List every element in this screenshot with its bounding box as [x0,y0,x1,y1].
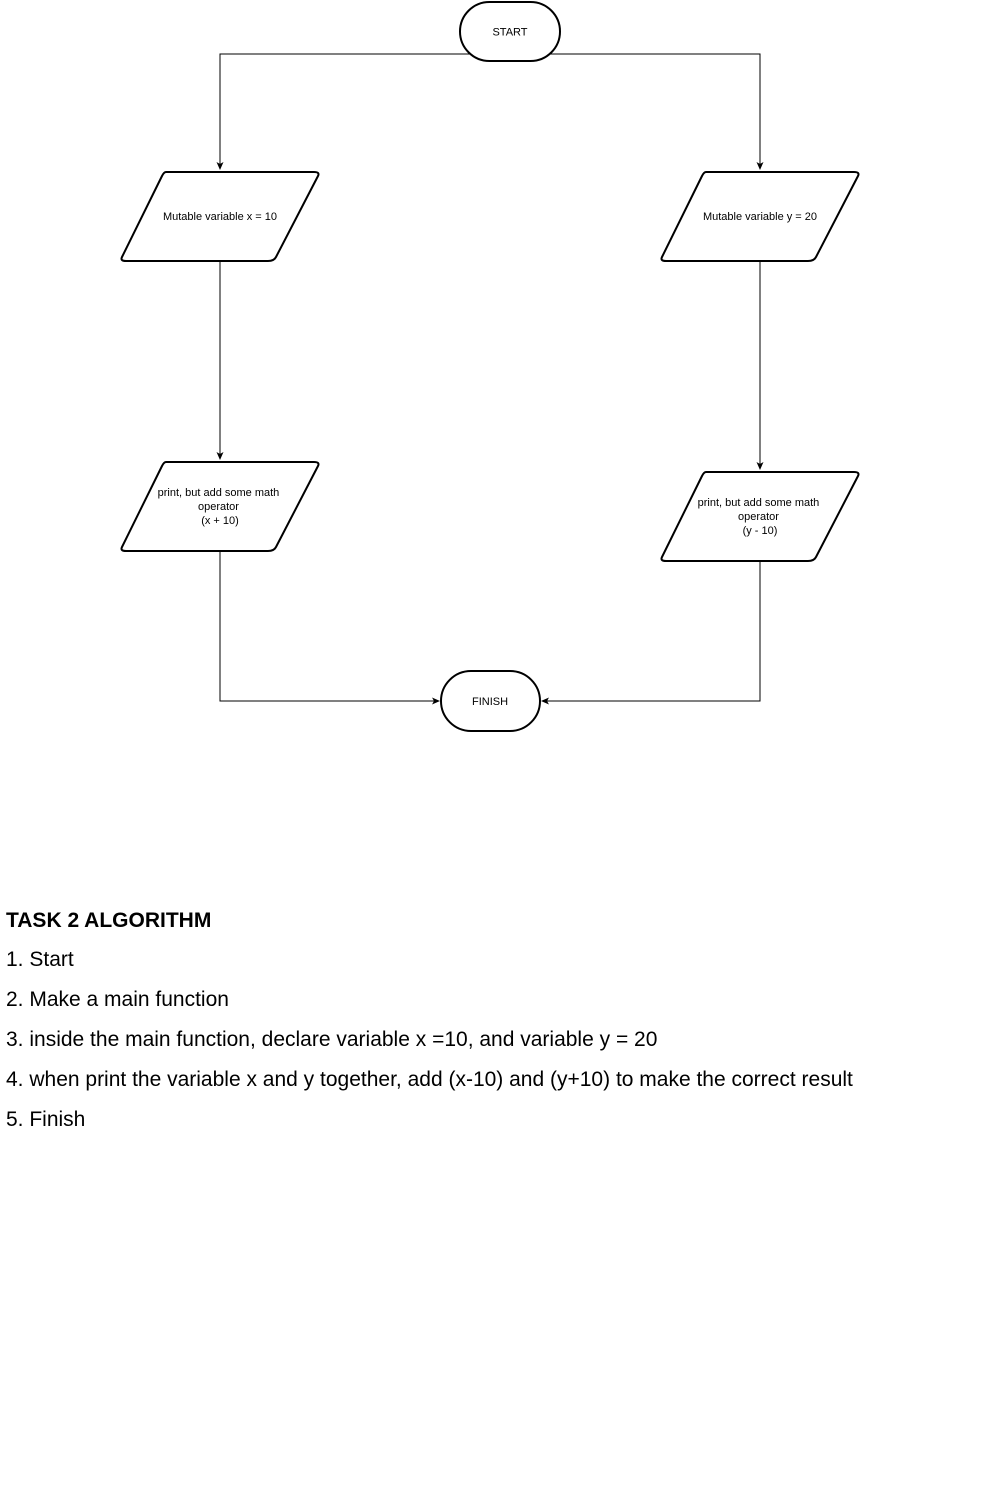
print-x-line-2: operator [198,501,239,513]
declare-x-label: Mutable variable x = 10 [163,211,277,223]
declare-y-label: Mutable variable y = 20 [703,211,817,223]
finish-label: FINISH [472,696,508,708]
print-y-line-2: operator [738,511,779,523]
algorithm-step-1: 1. Start [6,948,74,971]
print-y-line-3: (y - 10) [743,525,778,537]
algorithm-step-3: 3. inside the main function, declare var… [6,1028,658,1051]
print-x-line-3: (x + 10) [201,515,239,527]
algorithm-step-2: 2. Make a main function [6,988,229,1011]
print-y-line-1: print, but add some math [698,497,820,509]
edge-print-x-to-finish [219,552,440,705]
print-x-node: print, but add some math operator (x + 1… [120,461,320,552]
edge-start-to-declare-x [216,53,470,170]
print-y-node: print, but add some math operator (y - 1… [660,471,860,562]
algorithm-title: TASK 2 ALGORITHM [6,909,212,932]
algorithm-step-4: 4. when print the variable x and y toget… [6,1068,853,1091]
print-y-label: print, but add some math operator (y - 1… [698,497,823,537]
start-label: START [492,27,527,39]
edge-start-to-declare-y [550,53,764,170]
flowchart-diagram: START Mutable variable x = 10 Mutable va… [120,1,860,732]
declare-y-node: Mutable variable y = 20 [660,171,860,262]
finish-node: FINISH [440,670,541,732]
start-node: START [459,1,561,62]
print-x-line-1: print, but add some math [158,487,280,499]
print-x-label: print, but add some math operator (x + 1… [158,487,283,527]
algorithm-step-5: 5. Finish [6,1108,86,1131]
algorithm-section: TASK 2 ALGORITHM 1. Start 2. Make a main… [6,906,982,1140]
declare-x-node: Mutable variable x = 10 [120,171,320,262]
edge-print-y-to-finish [541,562,761,705]
